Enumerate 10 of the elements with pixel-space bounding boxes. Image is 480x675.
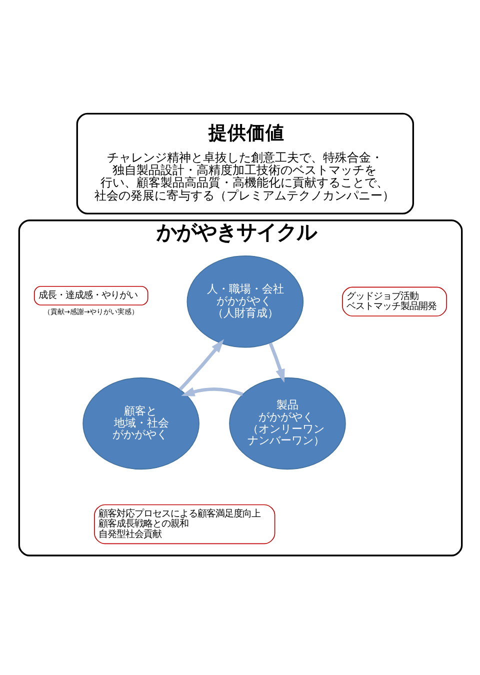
node-ellipse: 人・職場・会社がかがやく（人財育成） bbox=[186, 254, 304, 348]
arrow bbox=[268, 342, 284, 382]
arrow bbox=[178, 338, 224, 390]
node-ellipse: 製品がかがやく（オンリーワンナンバーワン） bbox=[228, 376, 346, 470]
node-ellipse: 顧客と地域・社会がかがやく bbox=[82, 376, 199, 470]
node-box: 提供価値 チャレンジ精神と卓抜した創意工夫で、特殊合金・独自製品設計・高精度加工技術のベストマッチを行い、顧客製品高品質・高機能化に貢献することで、社会の発展に寄与する（プレミアムテクノカンパニー） bbox=[76, 112, 414, 214]
arrow bbox=[180, 386, 243, 396]
node-box: グッドジョブ活動ベストマッチ製品開発 bbox=[342, 286, 447, 316]
node-box: 成長・達成感・やりがい bbox=[33, 285, 148, 305]
node-box: 顧客対応プロセスによる顧客満足度向上顧客成長戦略との親和自発型社会貢献 bbox=[94, 504, 275, 544]
